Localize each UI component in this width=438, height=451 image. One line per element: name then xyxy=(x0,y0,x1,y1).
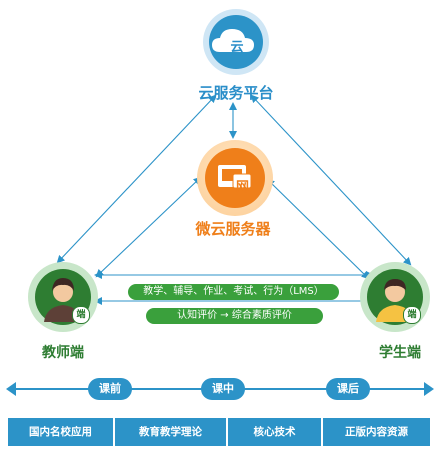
network-icon-text: 网 xyxy=(236,180,250,195)
lms-bar: 教学、辅导、作业、考试、行为（LMS） xyxy=(128,284,339,300)
teacher-badge: 端 xyxy=(72,306,90,324)
student-badge: 端 xyxy=(403,306,421,324)
phase-in-class: 课中 xyxy=(201,378,245,400)
connectors xyxy=(56,94,412,305)
evaluation-bar: 认知评价 → 综合素质评价 xyxy=(146,308,323,324)
cloud-icon xyxy=(212,29,254,52)
bottom-box-content-resources: 正版内容资源 xyxy=(323,418,430,446)
cloud-node xyxy=(203,9,269,75)
line-micro-student xyxy=(266,178,370,280)
line-micro-teacher xyxy=(95,176,202,278)
timeline-left-arrow-icon xyxy=(6,382,16,396)
student-title: 学生端 xyxy=(379,345,421,361)
cloud-icon-text: 云 xyxy=(230,40,244,55)
cloud-platform-title: 云服务平台 xyxy=(198,84,274,102)
phase-before-class: 课前 xyxy=(88,378,132,400)
timeline-right-arrow-icon xyxy=(424,382,434,396)
bottom-box-core-tech: 核心技术 xyxy=(228,418,321,446)
bottom-box-education-theory: 教育教学理论 xyxy=(115,418,226,446)
phase-after-class: 课后 xyxy=(326,378,370,400)
bottom-box-famous-schools: 国内名校应用 xyxy=(8,418,113,446)
teacher-title: 教师端 xyxy=(42,345,84,361)
micro-server-title: 微云服务器 xyxy=(195,220,271,238)
micro-server-node xyxy=(197,140,273,216)
student-node xyxy=(360,262,430,332)
